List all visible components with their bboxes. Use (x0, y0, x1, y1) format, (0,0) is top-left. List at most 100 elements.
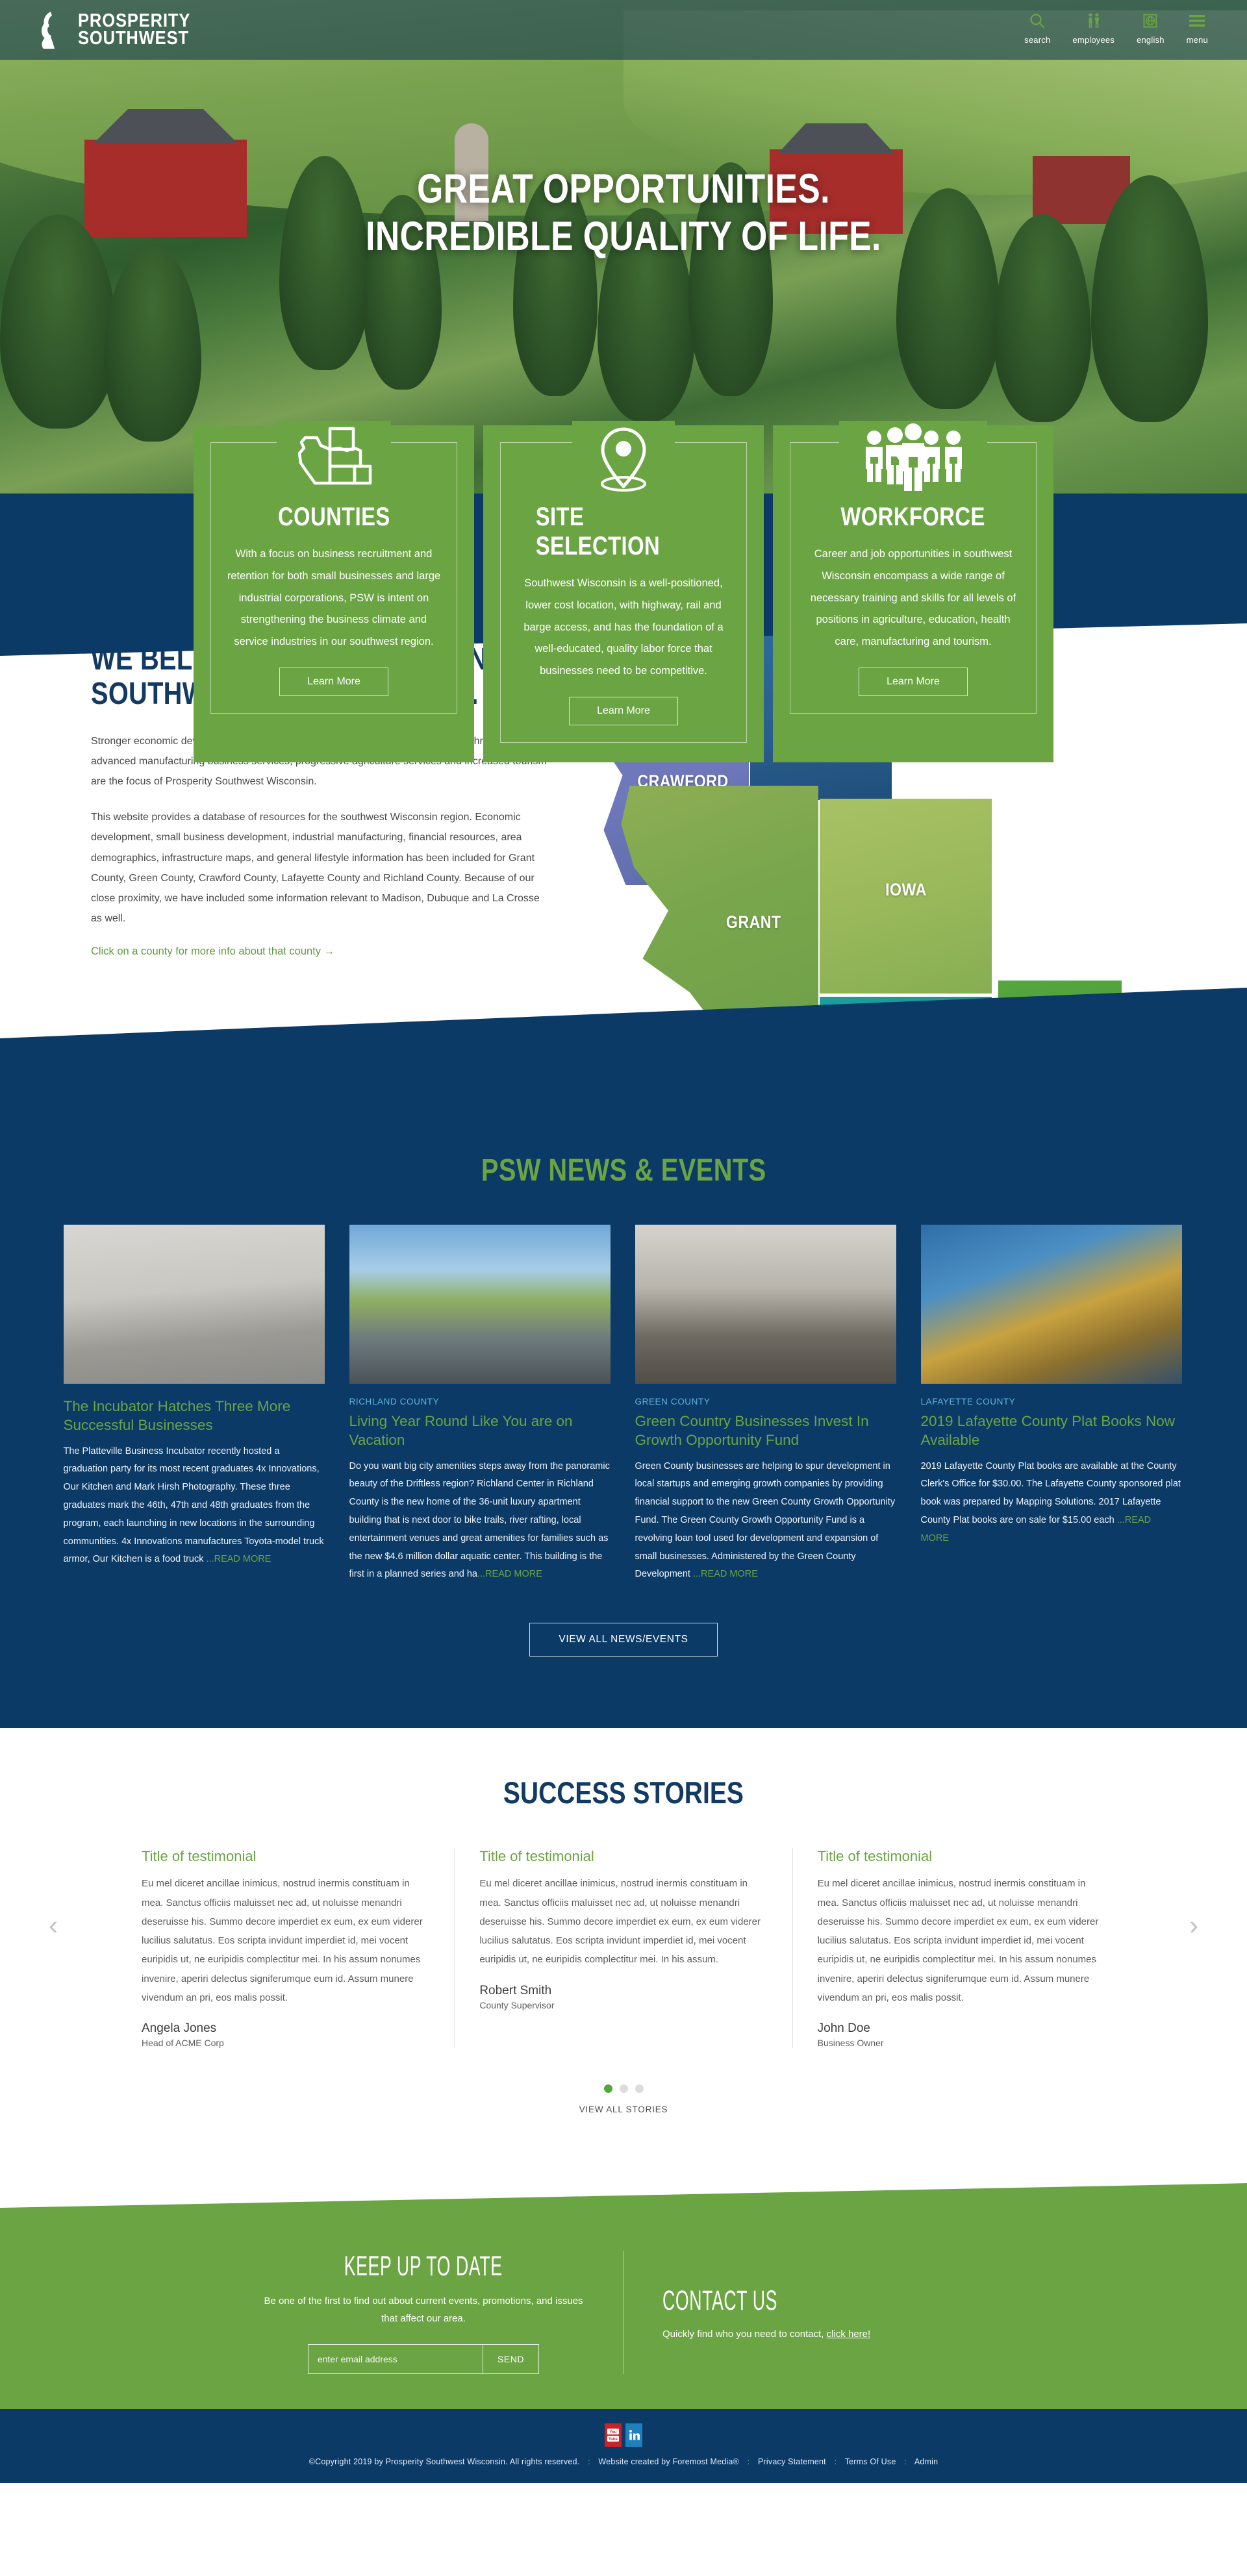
testimonial-author-name: John Doe (817, 2021, 870, 2036)
nav-item-search[interactable]: search (1024, 11, 1050, 45)
people-group-icon (839, 421, 987, 499)
news-card[interactable]: GREEN COUNTY Green Country Businesses In… (635, 1225, 896, 1584)
hero-headline-line2: INCREDIBLE QUALITY OF LIFE. (366, 214, 881, 260)
view-all-stories-link[interactable]: VIEW ALL STORIES (579, 2105, 668, 2115)
hamburger-menu-icon (1187, 11, 1207, 31)
news-excerpt: Do you want big city amenities steps awa… (349, 1458, 611, 1584)
footer-separator: : (904, 2457, 907, 2467)
nav-label-english: english (1137, 35, 1165, 45)
learn-more-button-counties[interactable]: Learn More (279, 668, 388, 697)
footer-copyright-row: ©Copyright 2019 by Prosperity Southwest … (0, 2457, 1247, 2466)
news-card[interactable]: The Incubator Hatches Three More Success… (63, 1225, 325, 1584)
news-thumbnail (920, 1225, 1182, 1384)
county-label-iowa: IOWA (885, 880, 927, 899)
vision-paragraph-2: This website provides a database of reso… (91, 812, 540, 925)
news-title[interactable]: 2019 Lafayette County Plat Books Now Ava… (920, 1413, 1176, 1449)
logo-text-line2: SOUTHWEST (78, 28, 189, 49)
news-category: RICHLAND COUNTY (349, 1397, 440, 1407)
county-region-iowa[interactable]: IOWA (820, 799, 992, 994)
newsletter-form: SEND (260, 2344, 587, 2374)
footer-bar: You Tube ©Copyright 2019 by Prosperity S… (0, 2409, 1247, 2484)
news-category: GREEN COUNTY (635, 1397, 711, 1407)
learn-more-button-site-selection[interactable]: Learn More (569, 697, 678, 726)
tree-shape (598, 208, 695, 422)
success-stories-section: SUCCESS STORIES ‹ › Title of testimonial… (0, 1728, 1247, 2158)
nav-item-menu[interactable]: menu (1187, 11, 1208, 45)
learn-more-button-workforce[interactable]: Learn More (859, 668, 968, 697)
homepage: GREAT OPPORTUNITIES. INCREDIBLE QUALITY … (0, 0, 1247, 2484)
feature-card-site-selection[interactable]: SITE SELECTION Southwest Wisconsin is a … (483, 421, 764, 763)
testimonial-author-name: Robert Smith (479, 1983, 552, 1997)
website-credit: Website created by Foremost Media® (598, 2457, 739, 2467)
testimonial-text: Eu mel diceret ancillae inimicus, nostru… (817, 1878, 1099, 2003)
feature-cards: COUNTIES With a focus on business recrui… (0, 421, 1247, 763)
success-section-heading: SUCCESS STORIES (0, 1775, 1247, 1810)
card-body-counties: With a focus on business recruitment and… (227, 548, 441, 648)
feature-card-workforce[interactable]: WORKFORCE Career and job opportunities i… (773, 421, 1053, 763)
card-title-workforce: WORKFORCE (840, 503, 986, 531)
carousel-next-arrow[interactable]: › (1189, 1910, 1198, 1941)
privacy-statement-link[interactable]: Privacy Statement (758, 2457, 826, 2467)
prosperity-bird-logo-icon (39, 10, 69, 49)
tree-shape (896, 188, 1000, 409)
email-input[interactable] (307, 2344, 483, 2374)
county-region-grant[interactable]: GRANT (621, 786, 818, 1026)
news-title[interactable]: Green Country Businesses Invest In Growt… (635, 1413, 869, 1449)
map-pin-icon (572, 421, 675, 499)
read-more-link[interactable]: ...READ MORE (477, 1569, 542, 1580)
terms-of-use-link[interactable]: Terms Of Use (844, 2457, 896, 2467)
county-info-link[interactable]: Click on a county for more info about th… (91, 945, 335, 958)
newsletter-heading-text: KEEP UP TO DATE (344, 2251, 503, 2282)
newsletter-heading: KEEP UP TO DATE (260, 2251, 587, 2282)
carousel-dot-1[interactable] (603, 2084, 612, 2094)
news-heading-text: PSW NEWS & EVENTS (481, 1153, 766, 1188)
nav-item-employees[interactable]: employees (1072, 11, 1115, 45)
hero-headline: GREAT OPPORTUNITIES. INCREDIBLE QUALITY … (0, 166, 1247, 260)
tree-shape (0, 214, 117, 429)
success-heading-text: SUCCESS STORIES (503, 1775, 744, 1810)
newsletter-description: Be one of the first to find out about cu… (264, 2295, 583, 2324)
testimonial-card: Title of testimonial Eu mel diceret anci… (793, 1848, 1130, 2048)
nav-label-search: search (1024, 35, 1051, 45)
news-excerpt: 2019 Lafayette County Plat books are ava… (921, 1458, 1182, 1548)
news-title[interactable]: Living Year Round Like You are on Vacati… (349, 1413, 573, 1449)
carousel-dots (0, 2084, 1247, 2094)
nav-item-english[interactable]: english (1137, 11, 1165, 45)
view-all-news-button[interactable]: VIEW ALL NEWS/EVENTS (529, 1623, 718, 1657)
tree-shape (513, 175, 598, 396)
svg-text:You: You (610, 2431, 617, 2434)
carousel-prev-arrow[interactable]: ‹ (49, 1910, 58, 1941)
youtube-icon[interactable]: You Tube (605, 2423, 622, 2447)
news-thumbnail (349, 1225, 611, 1384)
read-more-link[interactable]: ...READ MORE (920, 1514, 1152, 1544)
admin-link[interactable]: Admin (914, 2457, 938, 2467)
site-logo[interactable]: PROSPERITY SOUTHWEST (39, 10, 206, 49)
employees-icon (1084, 11, 1103, 31)
news-excerpt-text: 2019 Lafayette County Plat books are ava… (920, 1460, 1181, 1525)
barn-shape (770, 149, 903, 234)
testimonial-card: Title of testimonial Eu mel diceret anci… (455, 1848, 793, 2049)
tree-shape (104, 247, 201, 442)
news-title[interactable]: The Incubator Hatches Three More Success… (63, 1398, 291, 1434)
tree-shape (364, 195, 442, 390)
read-more-link[interactable]: ...READ MORE (206, 1554, 271, 1565)
search-icon (1027, 11, 1047, 31)
card-body-site-selection: Southwest Wisconsin is a well-positioned… (523, 577, 724, 677)
news-events-section: PSW NEWS & EVENTS The Incubator Hatches … (0, 1123, 1247, 1729)
news-card[interactable]: LAFAYETTE COUNTY 2019 Lafayette County P… (920, 1225, 1182, 1584)
news-category: LAFAYETTE COUNTY (920, 1397, 1016, 1407)
carousel-dot-2[interactable] (619, 2084, 628, 2094)
news-excerpt: The Platteville Business Incubator recen… (64, 1443, 325, 1569)
linkedin-icon[interactable] (625, 2423, 642, 2447)
tree-shape (279, 156, 370, 370)
feature-card-counties[interactable]: COUNTIES With a focus on business recrui… (194, 421, 474, 763)
news-card[interactable]: RICHLAND COUNTY Living Year Round Like Y… (349, 1225, 611, 1584)
carousel-dot-3[interactable] (635, 2084, 644, 2094)
read-more-link[interactable]: ...READ MORE (692, 1569, 758, 1580)
testimonial-card: Title of testimonial Eu mel diceret anci… (117, 1848, 455, 2049)
contact-click-here-link[interactable]: click here! (826, 2329, 871, 2340)
send-button[interactable]: SEND (483, 2344, 540, 2374)
footer-separator: : (747, 2457, 750, 2467)
card-body-workforce: Career and job opportunities in southwes… (810, 548, 1016, 648)
site-header: PROSPERITY SOUTHWEST search employees (0, 0, 1247, 60)
